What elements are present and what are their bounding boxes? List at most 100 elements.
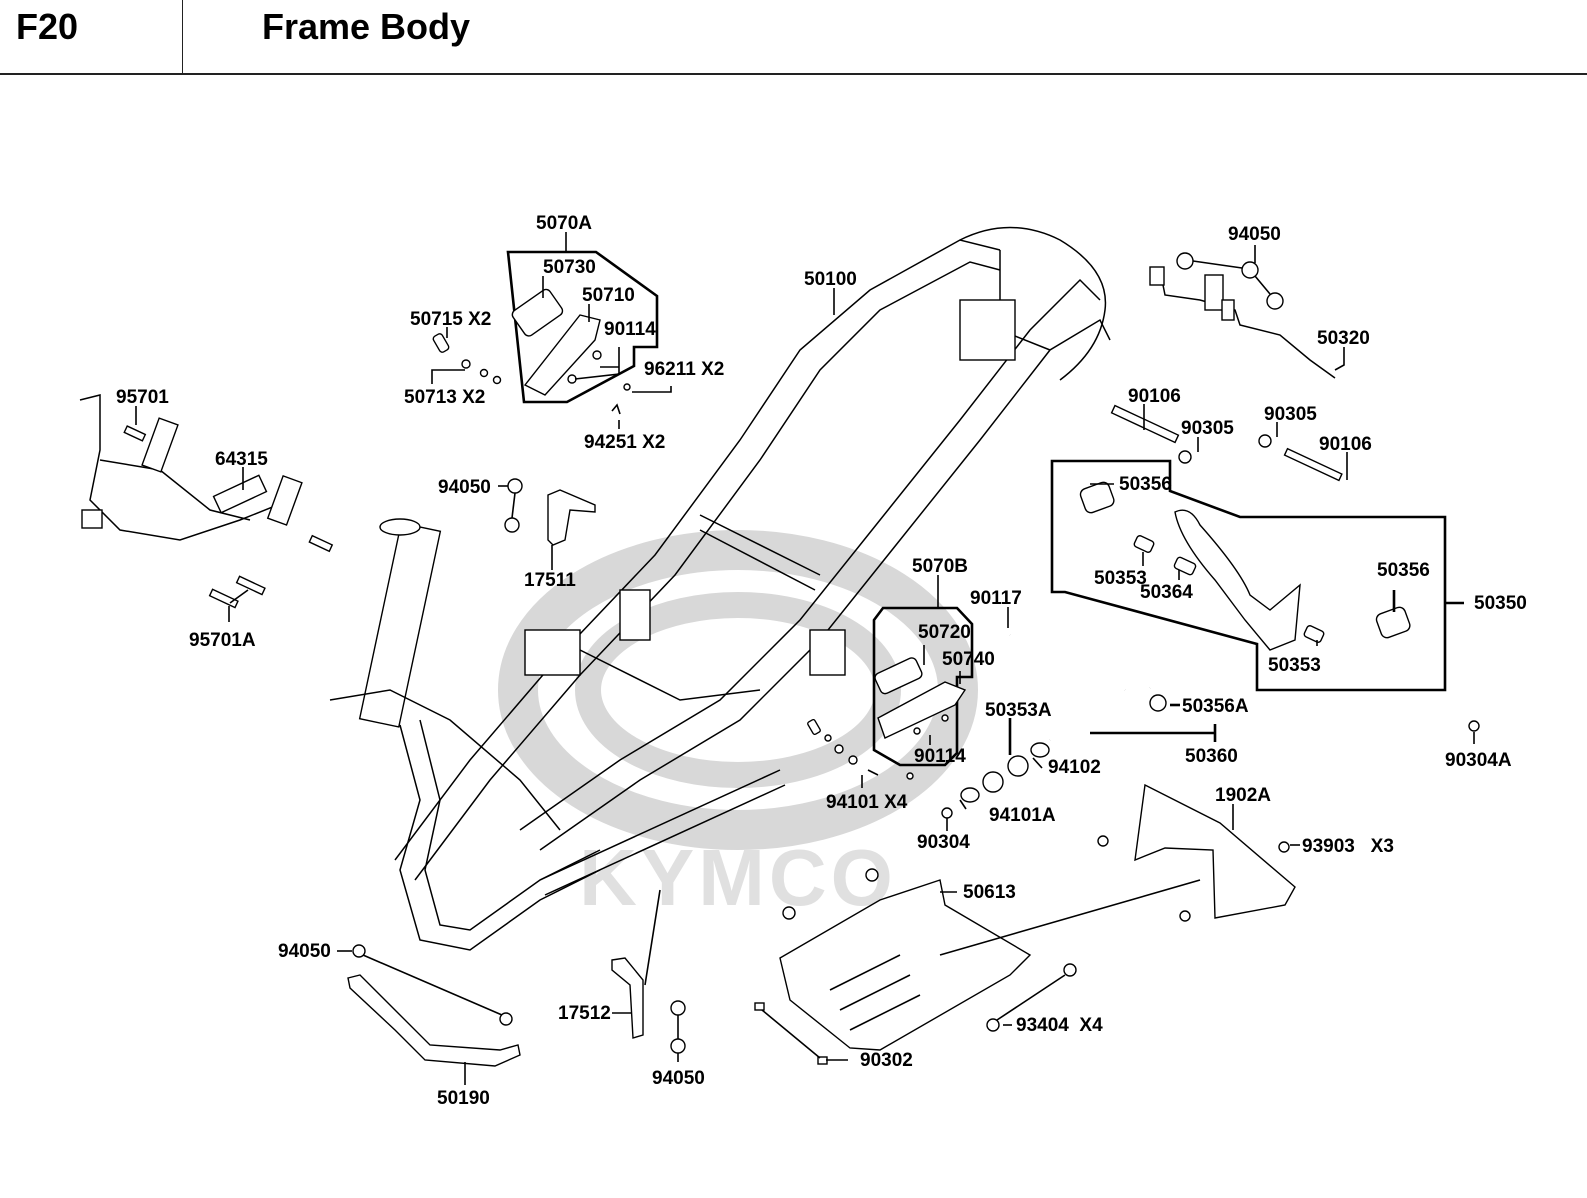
under-cover-body (779, 879, 1032, 1051)
bolt-90106-right[interactable] (1283, 447, 1343, 482)
assembly-box-5070A (506, 250, 659, 404)
nut-icon (670, 1038, 686, 1054)
callout-label: 90305 (1264, 404, 1317, 425)
frame-left-rail-inner (414, 261, 1001, 881)
pin-50715[interactable] (432, 333, 450, 354)
footrest-rubber-50720[interactable] (873, 656, 923, 695)
ball-96211[interactable] (623, 383, 631, 391)
bolt-90106-left[interactable] (1110, 404, 1180, 444)
callout-label: 50613 (963, 882, 1016, 903)
screw-icon (1097, 835, 1109, 847)
head-tube-top (379, 518, 421, 536)
screw-90114-a[interactable] (592, 350, 602, 360)
frame-cross-member-2 (559, 639, 761, 701)
screw-90114-d[interactable] (941, 714, 949, 722)
subframe-tube (79, 394, 291, 541)
nuts-94050-mid[interactable] (504, 478, 523, 533)
engine-hanger-50320[interactable] (1149, 266, 1336, 379)
bolt-head-icon (865, 868, 879, 882)
bolt-icon (1283, 447, 1343, 482)
footrest-rubber-50730[interactable] (510, 288, 564, 338)
link-assembly-50350[interactable] (1050, 459, 1464, 692)
frame-rear-loop (959, 226, 1107, 381)
collar-50353-a[interactable] (1133, 535, 1155, 553)
callout-label: 50353 (1094, 568, 1147, 589)
frame-right-rail (519, 278, 1101, 831)
bushing-50356-a[interactable] (1079, 481, 1116, 515)
nut-leader (362, 954, 503, 1016)
stay-50190[interactable] (347, 974, 521, 1067)
callout-label: 50350 (1474, 593, 1527, 614)
hanger-plate (1204, 274, 1224, 311)
long-bolt-90117-fill (1009, 633, 1126, 692)
nut-90304A[interactable] (1468, 720, 1480, 732)
engine-mount-plate (619, 589, 651, 641)
nuts-94050-top[interactable] (1176, 252, 1284, 310)
screw-90114-c[interactable] (913, 727, 921, 735)
callout-label: 94101A (989, 805, 1056, 826)
bolts-under-cover[interactable] (782, 868, 879, 920)
page-header: F20 Frame Body (0, 0, 1587, 75)
collar-50353-b[interactable] (1303, 625, 1325, 643)
frame-floor-rail (539, 769, 781, 881)
nut-icon (352, 944, 366, 958)
nut-90304[interactable] (941, 807, 953, 819)
callout-label: 50353 (1268, 655, 1321, 676)
under-cover-grille (829, 954, 921, 1031)
washer-icon (848, 755, 858, 765)
spring-50713[interactable] (461, 359, 502, 385)
bracket-17512[interactable] (611, 889, 661, 1039)
screws-93903[interactable] (1097, 835, 1290, 922)
callout-label: 94050 (1228, 224, 1281, 245)
hanger-tab-right (1221, 299, 1235, 321)
footrest-hardware-94101[interactable] (807, 718, 914, 780)
frame-cross-member-1b (699, 529, 816, 591)
clips-90302[interactable] (754, 1002, 828, 1065)
footrest-bracket-50740[interactable] (877, 681, 967, 739)
nuts-94050-bot[interactable] (670, 1000, 686, 1054)
footrest-assembly-5070A[interactable] (506, 250, 659, 404)
bushing-50356-b[interactable] (1375, 606, 1412, 640)
callout-label: 50364 (1140, 582, 1193, 603)
frame-front-brace (329, 689, 561, 831)
nuts-94050-left[interactable] (352, 944, 513, 1026)
footrest-pin-50715[interactable] (432, 333, 450, 354)
nut-icon (670, 1000, 686, 1016)
clip-icon (754, 1002, 765, 1011)
main-frame-50100[interactable] (329, 226, 1111, 951)
nut-90305-left[interactable] (1178, 450, 1192, 464)
washer-icon (479, 368, 489, 378)
screw-90114-b[interactable] (567, 374, 577, 384)
callout-label: 94251 X2 (584, 432, 665, 453)
callout-label: 94102 (1048, 757, 1101, 778)
inner-cover-1902A[interactable] (1134, 783, 1296, 919)
collar-50364[interactable] (1173, 556, 1197, 576)
bushing-50356A[interactable] (1149, 694, 1167, 712)
washer-94102[interactable] (1030, 742, 1050, 758)
washer-94101A[interactable] (960, 787, 980, 803)
callout-label: 5070A (536, 213, 592, 234)
front-subframe-64315[interactable] (79, 394, 303, 541)
under-cover-50613[interactable] (779, 879, 1201, 1051)
callout-label: 93903 X3 (1302, 836, 1394, 857)
bolts-93404[interactable] (986, 963, 1077, 1032)
pin-icon (807, 718, 821, 736)
footrest-bracket-50710[interactable] (523, 314, 601, 396)
callout-label: 17511 (524, 570, 576, 591)
bolts-95701[interactable] (123, 425, 334, 609)
callout-label: 90304A (1445, 750, 1512, 771)
nut-90305-right[interactable] (1258, 434, 1272, 448)
bracket-17511[interactable] (547, 489, 596, 546)
footrest-assembly-5070B[interactable] (872, 606, 974, 767)
bolt-icon (1110, 404, 1180, 444)
frame-cross-member-1 (699, 514, 821, 576)
bolt-icon (308, 534, 334, 553)
clip-94251[interactable] (611, 403, 621, 415)
callout-label: 90106 (1128, 386, 1181, 407)
section-title: Frame Body (262, 6, 471, 47)
link-rod-50360[interactable] (1009, 633, 1217, 742)
damper-50353A[interactable] (982, 755, 1029, 793)
hanger-tube (1159, 269, 1336, 379)
nut-icon (1176, 252, 1194, 270)
